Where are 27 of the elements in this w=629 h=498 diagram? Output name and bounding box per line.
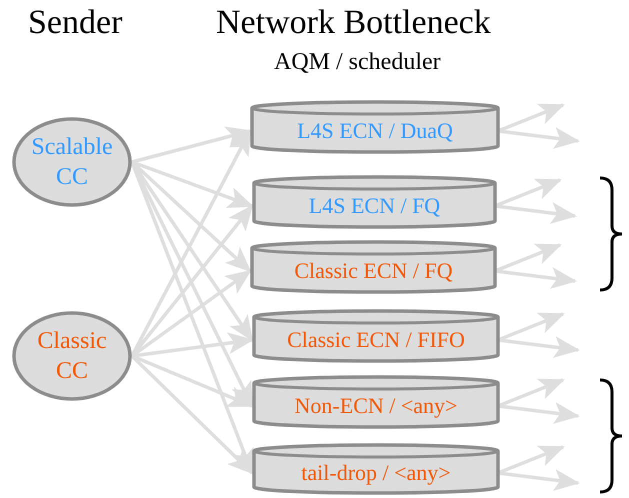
arrow (498, 127, 580, 149)
heading-text: Network Bottleneck (216, 6, 491, 40)
arrow (498, 402, 580, 424)
queue-cylinder (250, 240, 497, 294)
queue-cylinder (252, 443, 500, 495)
heading-text: Sender (28, 6, 122, 40)
arrow (498, 469, 580, 491)
queue-cylinder (252, 175, 497, 229)
sender-ellipse (12, 117, 132, 207)
queue-cylinder (252, 375, 500, 429)
node-label: tail-drop / <any> (301, 459, 451, 487)
node-label: L4S ECN / FQ (308, 192, 440, 220)
node-label: Scalable CC (30, 133, 114, 192)
arrow (498, 336, 580, 358)
arrow (494, 202, 577, 224)
node-label: Classic CC (36, 327, 108, 386)
arrow (494, 267, 577, 289)
arrow (132, 126, 252, 164)
queue-cylinder (252, 309, 500, 363)
arrow (130, 354, 254, 474)
node-label: Classic ECN / FIFO (287, 326, 465, 354)
heading-text: AQM / scheduler (274, 50, 441, 74)
sender-ellipse (12, 311, 132, 401)
node-label: Classic ECN / FQ (294, 257, 453, 285)
node-label: L4S ECN / DuaQ (297, 117, 453, 145)
queue-cylinder (250, 100, 500, 154)
node-label: Non-ECN / <any> (294, 392, 458, 420)
